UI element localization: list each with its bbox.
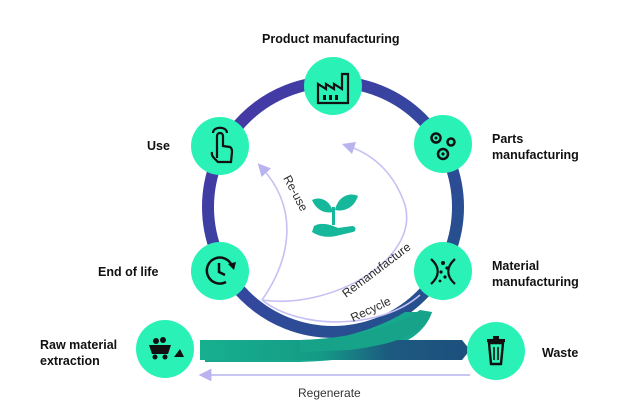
- label-end-of-life: End of life: [98, 265, 159, 279]
- remanufacture-arrow: [261, 141, 408, 302]
- label-use: Use: [147, 139, 170, 153]
- node-use: [191, 117, 249, 175]
- label-material-manufacturing: Material manufacturing: [492, 259, 579, 289]
- reuse-arrow: [257, 163, 288, 301]
- gears-icon: [430, 132, 456, 161]
- trash-icon: [487, 336, 505, 366]
- remanufacture-label: Remanufacture: [339, 240, 413, 301]
- recycle-arrow: [261, 294, 421, 323]
- label-raw-material-extraction: Raw material extraction: [40, 338, 118, 368]
- node-raw-material-extraction: [136, 320, 194, 378]
- node-product-manufacturing: [304, 57, 362, 115]
- regenerate-label: Regenerate: [298, 386, 361, 400]
- label-parts-manufacturing: Parts manufacturing: [492, 132, 579, 162]
- node-parts-manufacturing: [414, 115, 472, 173]
- clock-icon: [205, 256, 234, 285]
- label-product-manufacturing: Product manufacturing: [262, 32, 400, 46]
- plant-in-hand-icon: [312, 194, 358, 237]
- node-material-manufacturing: [414, 242, 472, 300]
- mining-cart-icon: [149, 337, 184, 360]
- hand-pointer-icon: [210, 126, 234, 164]
- node-end-of-life: [191, 242, 249, 300]
- material-icon: [430, 258, 456, 285]
- label-waste: Waste: [542, 346, 579, 360]
- node-waste: [467, 322, 525, 380]
- recycle-swoosh-overlay: [300, 310, 432, 352]
- factory-icon: [316, 72, 350, 105]
